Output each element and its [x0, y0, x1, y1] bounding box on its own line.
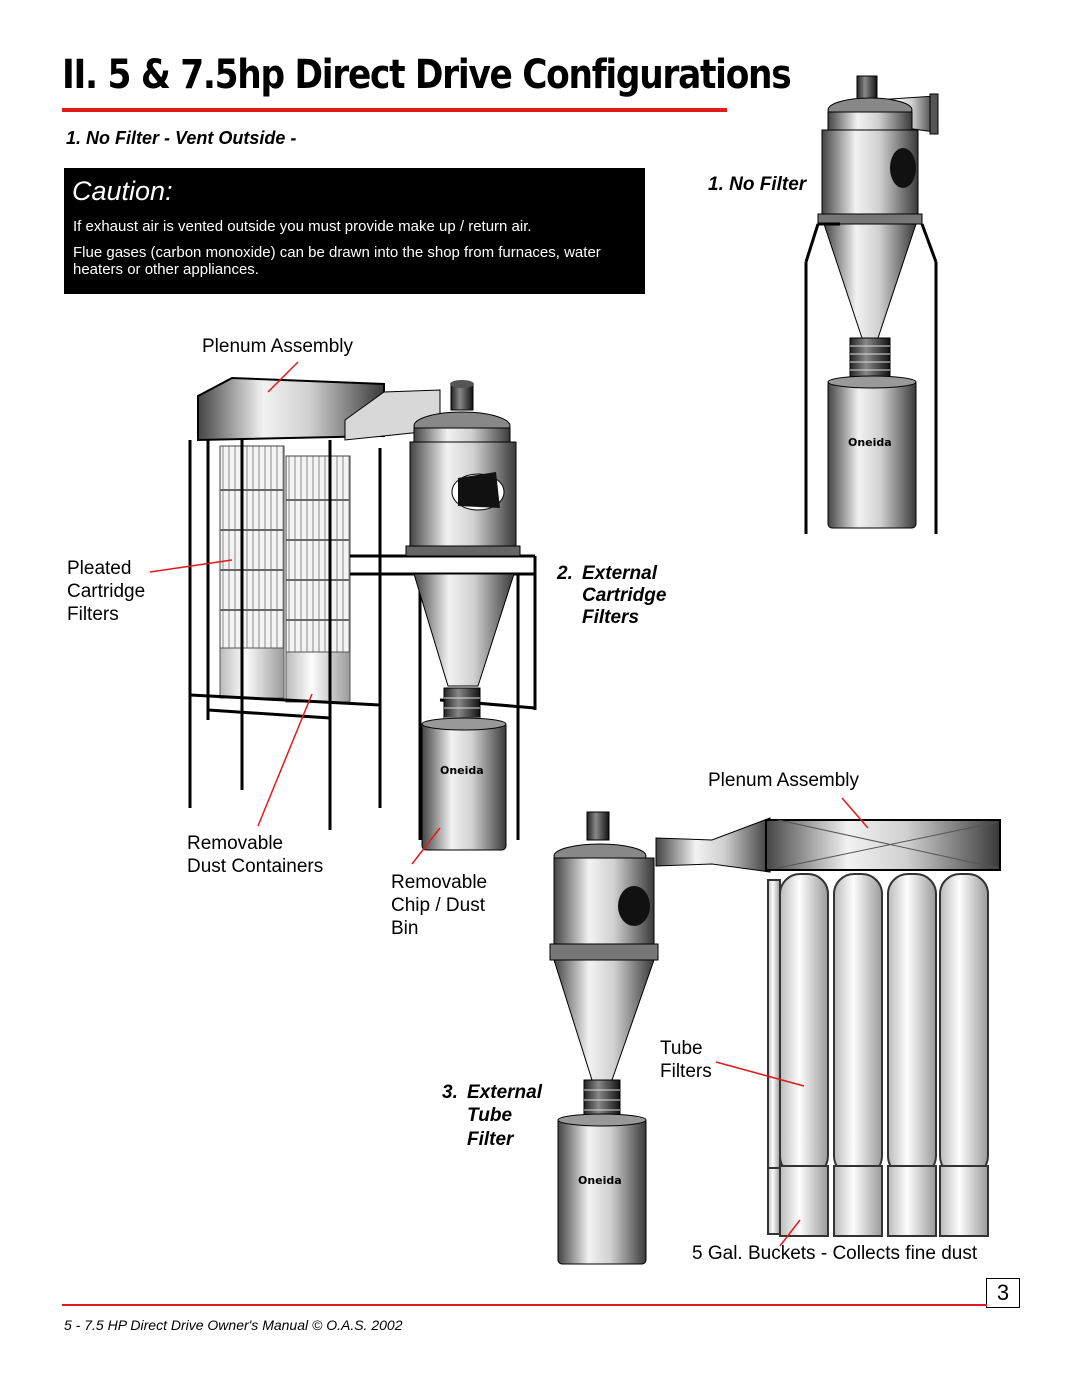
leader-lines	[149, 361, 869, 1247]
caution-line-1: If exhaust air is vented outside you mus…	[73, 218, 532, 235]
label-plenum-assembly-2: Plenum Assembly	[708, 770, 860, 791]
label-removable-chip-dust-bin: Removable Chip / Dust Bin	[391, 872, 488, 939]
caption-external-cartridge-num: 2.	[557, 563, 573, 584]
caption-external-tube-1: External	[467, 1082, 542, 1103]
figure-external-tube: Oneida	[549, 811, 1001, 1265]
caution-line-2: Flue gases (carbon monoxide) can be draw…	[73, 244, 601, 278]
title-rule	[62, 108, 727, 112]
footer-rule	[62, 1304, 987, 1306]
section-subtitle: 1. No Filter - Vent Outside -	[66, 128, 297, 148]
caption-external-tube-2: Tube	[467, 1105, 513, 1126]
caption-external-cartridge-1: External	[582, 563, 657, 584]
figure-no-filter: Oneida	[804, 75, 939, 534]
caution-title: Caution:	[72, 176, 173, 206]
caution-box: Caution: If exhaust air is vented outsid…	[64, 168, 645, 294]
label-pleated-cartridge-filters: Pleated Cartridge Filters	[67, 558, 146, 625]
page-title: II. 5 & 7.5hp Direct Drive Configuration…	[62, 52, 792, 98]
figure-external-cartridge: Oneida	[188, 376, 537, 851]
caption-external-tube-num: 3.	[442, 1082, 458, 1103]
label-removable-dust-containers: Removable Dust Containers	[187, 833, 324, 877]
caption-external-cartridge-3: Filters	[582, 607, 640, 628]
footer-text: 5 - 7.5 HP Direct Drive Owner's Manual ©…	[64, 1317, 403, 1333]
page-number: 3	[986, 1278, 1020, 1308]
oneida-logo-3: Oneida	[578, 1174, 622, 1187]
label-tube-filters: Tube Filters	[660, 1038, 712, 1082]
label-plenum-assembly-1: Plenum Assembly	[202, 336, 354, 357]
label-buckets: 5 Gal. Buckets - Collects fine dust	[692, 1243, 978, 1264]
caption-no-filter: 1. No Filter	[708, 174, 807, 195]
oneida-logo-2: Oneida	[440, 764, 484, 777]
caption-external-cartridge-2: Cartridge	[582, 585, 667, 606]
oneida-logo-1: Oneida	[848, 436, 892, 449]
caption-external-tube-3: Filter	[467, 1129, 514, 1150]
